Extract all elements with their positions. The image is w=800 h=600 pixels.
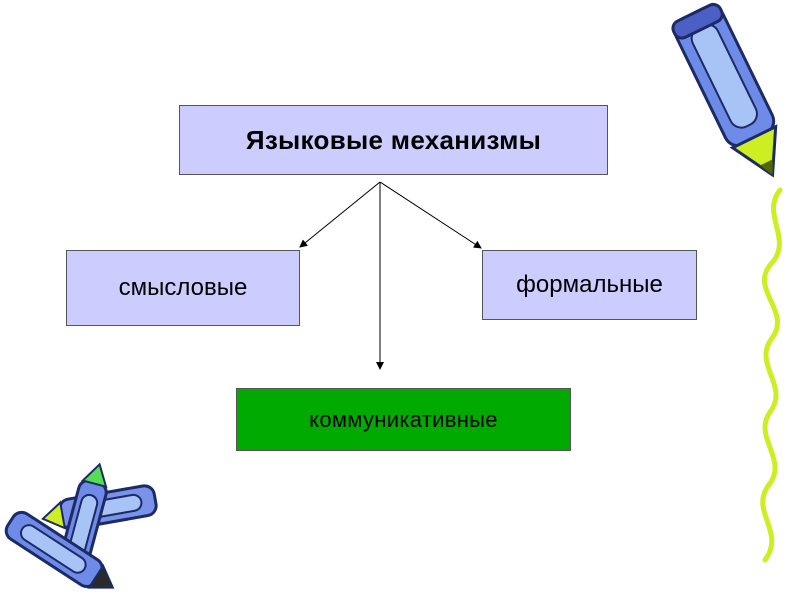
squiggle-line xyxy=(760,187,783,563)
pencil-icon xyxy=(671,2,778,178)
node-communicative-label: коммуникативные xyxy=(309,406,498,432)
connector-arrows xyxy=(299,181,482,370)
arrow-to-right xyxy=(379,181,482,249)
node-formal: формальные xyxy=(482,250,697,320)
root-label: Языковые механизмы xyxy=(245,124,542,155)
node-semantic-label: смысловые xyxy=(118,274,248,301)
arrow-to-left xyxy=(299,181,381,248)
crayons-icon xyxy=(4,462,158,589)
node-communicative: коммуникативные xyxy=(236,388,571,451)
root-node: Языковые механизмы xyxy=(179,105,608,175)
node-formal-label: формальные xyxy=(516,271,663,298)
node-semantic: смысловые xyxy=(66,250,300,326)
